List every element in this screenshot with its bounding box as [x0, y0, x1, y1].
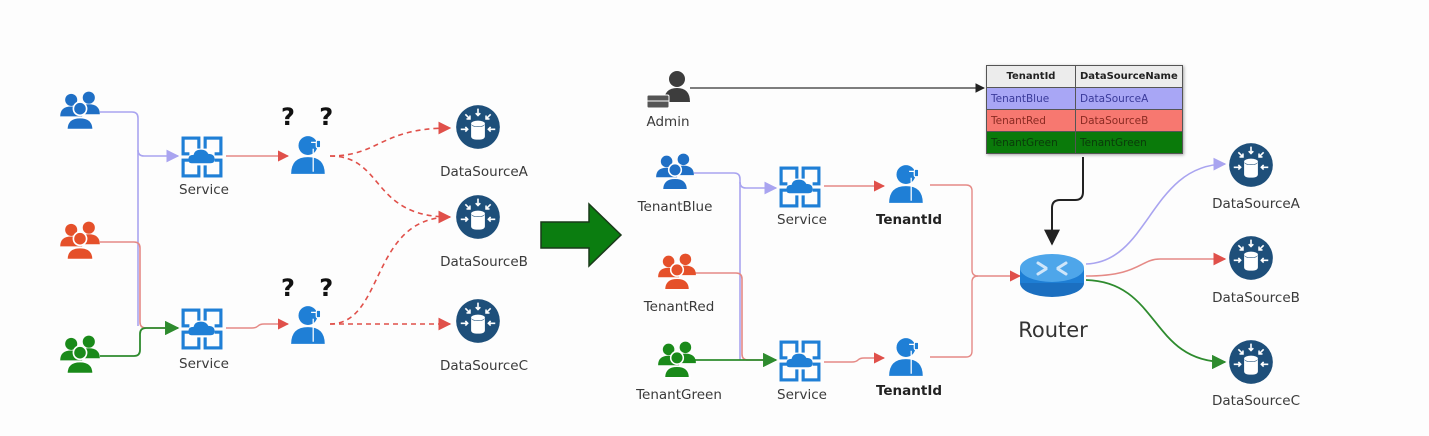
datasource-b-icon [455, 194, 501, 240]
tenantid-top-icon [888, 164, 924, 204]
service-bottom-icon [181, 308, 223, 350]
edge-router-to-A [1085, 157, 1227, 265]
edge-dashed-top-to-A [329, 121, 452, 157]
agent-bottom-icon [290, 305, 326, 345]
right-nodes [646, 71, 1274, 385]
tenant-red-label: TenantRed [643, 299, 715, 315]
question-marks-bottom: ? ? [281, 274, 342, 302]
tenant-green-icon [657, 340, 697, 379]
left-connections [100, 111, 452, 357]
question-marks-top: ? ? [281, 103, 342, 131]
agent-top-icon [290, 135, 326, 175]
datasource-c-icon [1228, 339, 1274, 385]
cell-datasourcename: TenantGreen [1075, 131, 1183, 154]
edge-blue-to-service [100, 111, 180, 163]
edge-tenantid-top-to-router [930, 184, 1022, 282]
datasource-b-icon [1228, 235, 1274, 281]
datasource-c-label: DataSourceC [1211, 393, 1301, 409]
edge-dashed-top-to-B [329, 155, 452, 224]
tenant-blue-label: TenantBlue [637, 199, 713, 215]
cell-tenantid: TenantBlue [986, 87, 1076, 110]
router-icon [1020, 254, 1084, 297]
users-red-icon [59, 220, 101, 261]
edge-router-to-B [1085, 252, 1227, 277]
cell-datasourcename: DataSourceB [1075, 109, 1183, 132]
tenantid-bottom-icon [888, 337, 924, 377]
tenant-blue-icon [655, 152, 695, 191]
admin-icon [646, 71, 690, 109]
service-top-label: Service [179, 182, 229, 198]
edge-tenantred-to-service [694, 272, 776, 361]
table-header-row: TenantId DataSourceName [986, 65, 1183, 88]
service-bottom-icon [779, 340, 821, 382]
column-header-tenantid: TenantId [986, 65, 1076, 88]
edge-router-to-C [1085, 279, 1227, 370]
edge-tenantid-bottom-to-router [930, 275, 979, 358]
service-top-label: Service [777, 212, 827, 228]
edge-dashed-bottom-to-B [329, 216, 451, 325]
datasource-c-label: DataSourceC [439, 358, 529, 374]
datasource-a-label: DataSourceA [440, 164, 528, 180]
datasource-a-icon [455, 104, 501, 150]
tenant-green-label: TenantGreen [636, 387, 722, 403]
cell-tenantid: TenantRed [986, 109, 1076, 132]
admin-label: Admin [646, 114, 690, 130]
datasource-b-label: DataSourceB [440, 254, 528, 270]
tenantid-top-label: TenantId [875, 212, 943, 228]
right-connections [690, 83, 1227, 370]
edge-tenantblue-to-service [694, 172, 778, 195]
slide-right-margin [1300, 0, 1429, 432]
cell-datasourcename: DataSourceA [1075, 87, 1183, 110]
cell-tenantid: TenantGreen [986, 131, 1076, 154]
column-header-datasourcename: DataSourceName [1075, 65, 1183, 88]
left-nodes [59, 90, 501, 375]
edge-service-bottom-to-tenantid [824, 352, 886, 364]
service-bottom-label: Service [777, 387, 827, 403]
tenantid-bottom-label: TenantId [875, 383, 943, 399]
edge-green-to-service [100, 320, 180, 357]
datasource-c-icon [455, 298, 501, 344]
datasource-b-label: DataSourceB [1212, 290, 1300, 306]
service-bottom-label: Service [179, 356, 229, 372]
datasource-a-icon [1228, 142, 1274, 188]
edge-red-to-service [100, 241, 178, 329]
service-top-icon [181, 136, 223, 178]
edge-service-bottom-to-agent [226, 318, 290, 330]
users-green-icon [59, 334, 101, 375]
edge-table-to-router [1044, 157, 1084, 246]
datasource-a-label: DataSourceA [1212, 196, 1300, 212]
router-label: Router [1018, 318, 1088, 342]
transition-arrow-icon [540, 202, 623, 268]
service-top-icon [779, 166, 821, 208]
tenant-red-icon [657, 252, 697, 291]
users-blue-icon [59, 90, 101, 131]
